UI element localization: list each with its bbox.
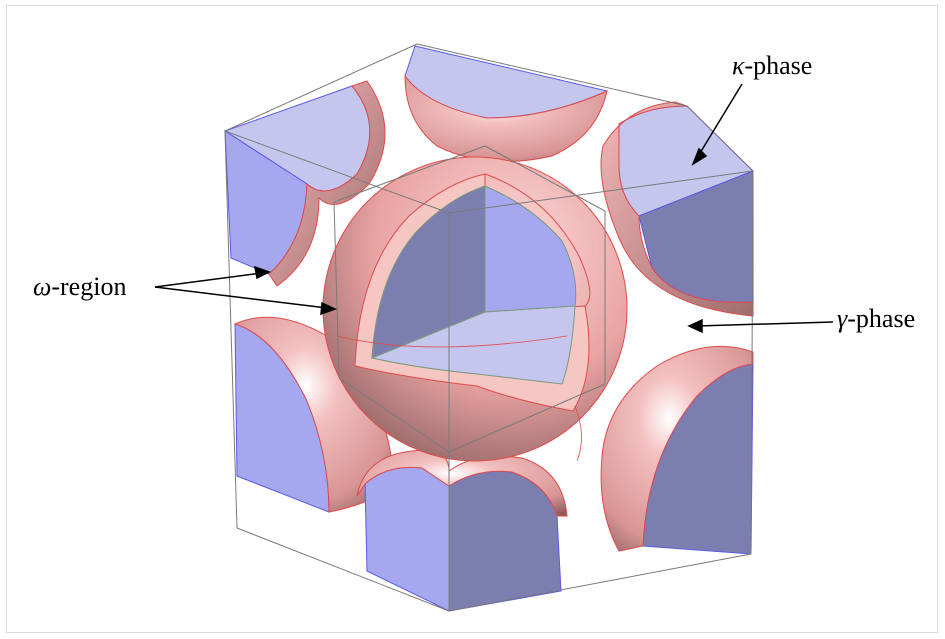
omega-region-label: ω-region — [33, 274, 126, 300]
figure-frame: κ-phase ω-region γ-phase — [6, 5, 938, 633]
gamma-suffix: -phase — [847, 304, 915, 333]
kappa-phase-label: κ-phase — [732, 53, 812, 79]
kappa-symbol: κ — [732, 51, 744, 80]
gamma-phase-label: γ-phase — [837, 306, 915, 332]
omega-symbol: ω — [33, 272, 51, 301]
gamma-symbol: γ — [837, 304, 847, 333]
unit-cell-diagram — [7, 6, 939, 634]
omega-suffix: -region — [51, 272, 126, 301]
kappa-suffix: -phase — [744, 51, 812, 80]
kappa-bottom-left — [365, 467, 449, 611]
